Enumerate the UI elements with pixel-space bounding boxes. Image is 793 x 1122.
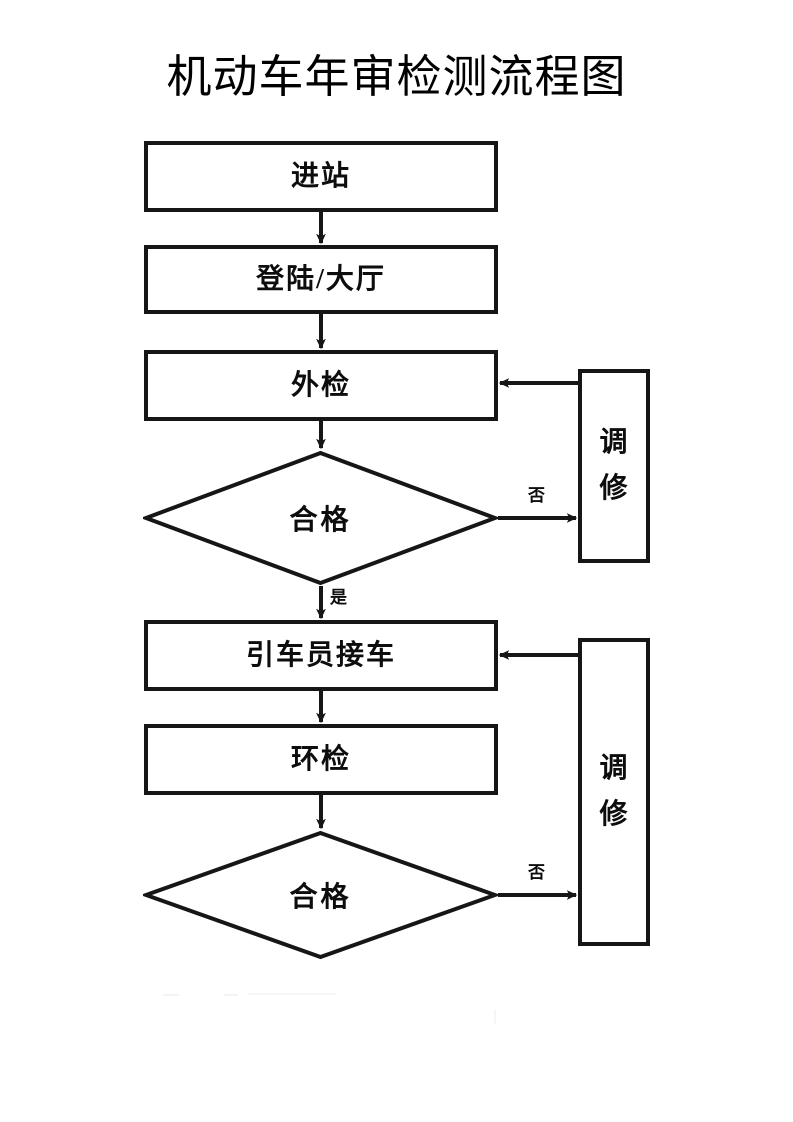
node-label: 进站 [290,160,351,192]
edge-label-yes: 是 [330,588,347,607]
node-label: 合格 [289,505,352,536]
diamond-shape [143,830,498,960]
node-driver-receives-vehicle[interactable]: 引车员接车 [144,620,498,691]
node-entry-station[interactable]: 进站 [144,141,498,212]
node-decision-pass-emissions[interactable]: 合格 [143,830,498,960]
node-label: 引车员接车 [245,639,396,671]
node-decision-pass-exterior[interactable]: 合格 [143,450,498,586]
edge-label-no-env: 否 [528,863,545,882]
node-emissions-inspection[interactable]: 环检 [144,724,498,795]
edge-label-no-outer: 否 [528,486,545,505]
node-repair-exterior[interactable]: 调 修 [578,369,650,563]
node-label: 外检 [290,369,351,401]
node-exterior-inspection[interactable]: 外检 [144,350,498,421]
node-registration-hall[interactable]: 登陆/大厅 [144,245,498,314]
scan-artifact [224,994,238,996]
node-label-char-2: 修 [599,799,629,830]
scan-artifact [494,1010,496,1024]
node-repair-emissions[interactable]: 调 修 [578,638,650,946]
node-label-char-1: 调 [599,426,629,458]
scan-artifact [163,994,179,996]
scan-artifact [248,993,336,995]
node-label-char-2: 修 [599,473,629,504]
page-title: 机动车年审检测流程图 [166,51,627,102]
node-label: 合格 [289,882,352,913]
node-label-char-1: 调 [599,752,629,784]
node-label: 环检 [290,743,351,775]
diamond-shape [143,450,498,586]
node-label: 登陆/大厅 [256,263,386,295]
